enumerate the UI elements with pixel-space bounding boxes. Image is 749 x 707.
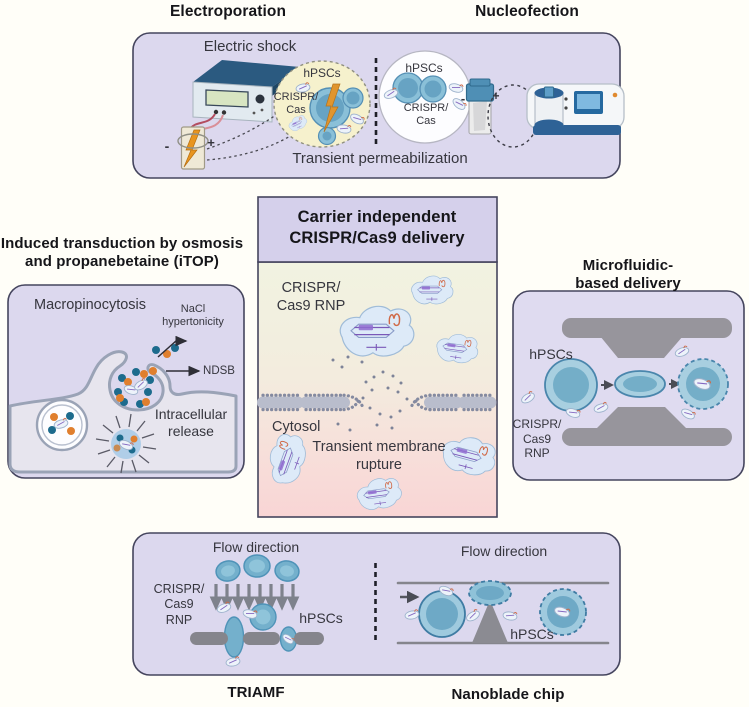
intracellular-release-label: Intracellular release — [154, 406, 228, 440]
nucleofection-hpscs-label: hPSCs — [405, 61, 443, 75]
nanoblade-hpscs-label: hPSCs — [510, 626, 554, 642]
microfluidic-channel — [562, 318, 732, 446]
electroporation-crispr-cas-label: CRISPR/ Cas — [273, 91, 319, 117]
membrane-rupture-label: Transient membrane rupture — [312, 439, 446, 473]
triamf-rnp-label: CRISPR/ Cas9 RNP — [153, 582, 205, 627]
nanoblade-flow-direction-label: Flow direction — [460, 543, 548, 559]
triamf-caption: TRIAMF — [227, 684, 285, 701]
transient-permeabilization-label: Transient permeabilization — [292, 150, 468, 167]
triamf-flow-direction-label: Flow direction — [212, 539, 300, 555]
center-panel-title-box — [257, 196, 498, 263]
dashed-connector-2 — [206, 132, 296, 161]
nacl-label: NaCl hypertonicity — [162, 303, 224, 329]
nucleofection-cuvette — [465, 78, 495, 135]
nucleofection-title: Nucleofection — [475, 3, 579, 20]
electroporation-plus-label: + — [207, 135, 215, 150]
triamf-hpscs-label: hPSCs — [299, 610, 343, 626]
triamf-cells-top — [215, 554, 300, 582]
electroporation-minus-label: - — [164, 138, 170, 154]
nucleofection-minus-label: - — [460, 91, 466, 106]
electroporation-sample-circle — [273, 60, 371, 148]
macropinosome-contents — [114, 344, 179, 408]
microfluidic-hpscs-label: hPSCs — [529, 346, 573, 362]
membrane-bilayer — [257, 355, 498, 432]
microfluidic-cells — [519, 344, 729, 422]
macropinocytosis-label: Macropinocytosis — [33, 297, 147, 313]
ndsb-label: NDSB — [203, 365, 235, 377]
nanoblade-triangle — [472, 600, 508, 643]
nacl-arrow — [157, 335, 188, 358]
nucleofection-plus-label: + — [492, 89, 500, 103]
dispersed-lipid-dots — [331, 355, 409, 432]
electric-shock-label: Electric shock — [203, 38, 297, 55]
intracellular-release-burst — [95, 413, 157, 474]
electroporation-cuvette — [177, 126, 209, 170]
lightning-bolt-icon — [323, 83, 341, 133]
triamf-filter — [190, 600, 324, 668]
itop-title: Induced transduction by osmosis and prop… — [0, 235, 244, 271]
nucleofection-crispr-cas-label: CRISPR/ Cas — [403, 102, 449, 128]
electroporation-hpscs-label: hPSCs — [303, 66, 341, 80]
itop-vesicle — [35, 398, 89, 452]
nucleofection-sample-circle — [378, 50, 472, 144]
microfluidic-title: Microfluidic-based delivery — [575, 257, 681, 293]
nucleofector-device — [526, 83, 625, 135]
center-rnp-label: CRISPR/ Cas9 RNP — [276, 280, 346, 314]
cytosol-label: Cytosol — [272, 419, 321, 435]
microfluidic-rnp-label: CRISPR/ Cas9 RNP — [512, 417, 562, 461]
nanoblade-caption: Nanoblade chip — [451, 686, 565, 703]
nanoblade-cells — [403, 580, 587, 638]
electroporation-title: Electroporation — [169, 3, 287, 20]
center-panel-title: Carrier independent CRISPR/Cas9 delivery — [289, 208, 465, 248]
